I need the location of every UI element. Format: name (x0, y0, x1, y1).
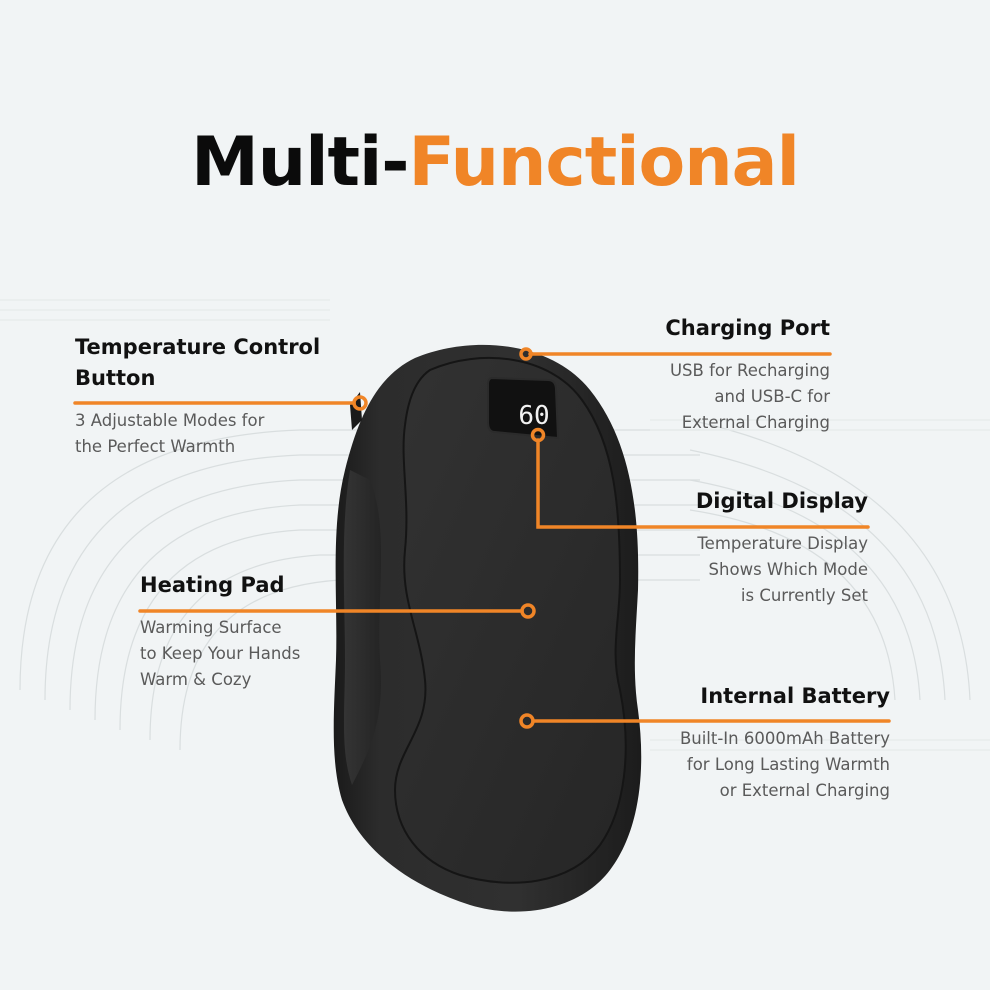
heading-line: Button (75, 366, 156, 390)
callout-heading: Heating Pad (140, 573, 285, 597)
callout-internal-battery: Internal Battery Built-In 6000mAh Batter… (570, 681, 890, 804)
callout-description: Built-In 6000mAh Battery for Long Lastin… (570, 726, 890, 804)
desc-line: or External Charging (719, 781, 890, 800)
desc-line: 3 Adjustable Modes for (75, 411, 265, 430)
callout-heading: Temperature Control Button (75, 332, 355, 394)
display-readout: 60 (518, 401, 549, 431)
callout-heating-pad: Heating Pad Warming Surface to Keep Your… (140, 570, 370, 693)
desc-line: External Charging (681, 413, 830, 432)
desc-line: Shows Which Mode (708, 560, 868, 579)
callout-heading: Digital Display (695, 489, 868, 513)
page-title: Multi-Functional (0, 118, 990, 208)
desc-line: USB for Recharging (669, 361, 830, 380)
title-part-dark: Multi- (191, 123, 409, 202)
desc-line: Temperature Display (697, 534, 868, 553)
desc-line: the Perfect Warmth (75, 437, 236, 456)
callout-description: Temperature Display Shows Which Mode is … (568, 531, 868, 609)
callout-description: Warming Surface to Keep Your Hands Warm … (140, 615, 370, 693)
desc-line: to Keep Your Hands (140, 644, 301, 663)
desc-line: Built-In 6000mAh Battery (679, 729, 890, 748)
desc-line: for Long Lasting Warmth (686, 755, 890, 774)
callout-description: 3 Adjustable Modes for the Perfect Warmt… (75, 408, 355, 460)
desc-line: Warming Surface (140, 618, 282, 637)
title-part-accent: Functional (408, 123, 800, 202)
callout-heading: Internal Battery (700, 684, 890, 708)
callout-digital-display: Digital Display Temperature Display Show… (568, 486, 868, 609)
desc-line: Warm & Cozy (140, 670, 252, 689)
callout-temperature-control-button: Temperature Control Button 3 Adjustable … (75, 332, 355, 460)
desc-line: and USB-C for (714, 387, 830, 406)
heading-line: Temperature Control (75, 335, 321, 359)
callout-description: USB for Recharging and USB-C for Externa… (530, 358, 830, 436)
callout-charging-port: Charging Port USB for Recharging and USB… (530, 313, 830, 436)
desc-line: is Currently Set (740, 586, 868, 605)
callout-heading: Charging Port (665, 316, 830, 340)
